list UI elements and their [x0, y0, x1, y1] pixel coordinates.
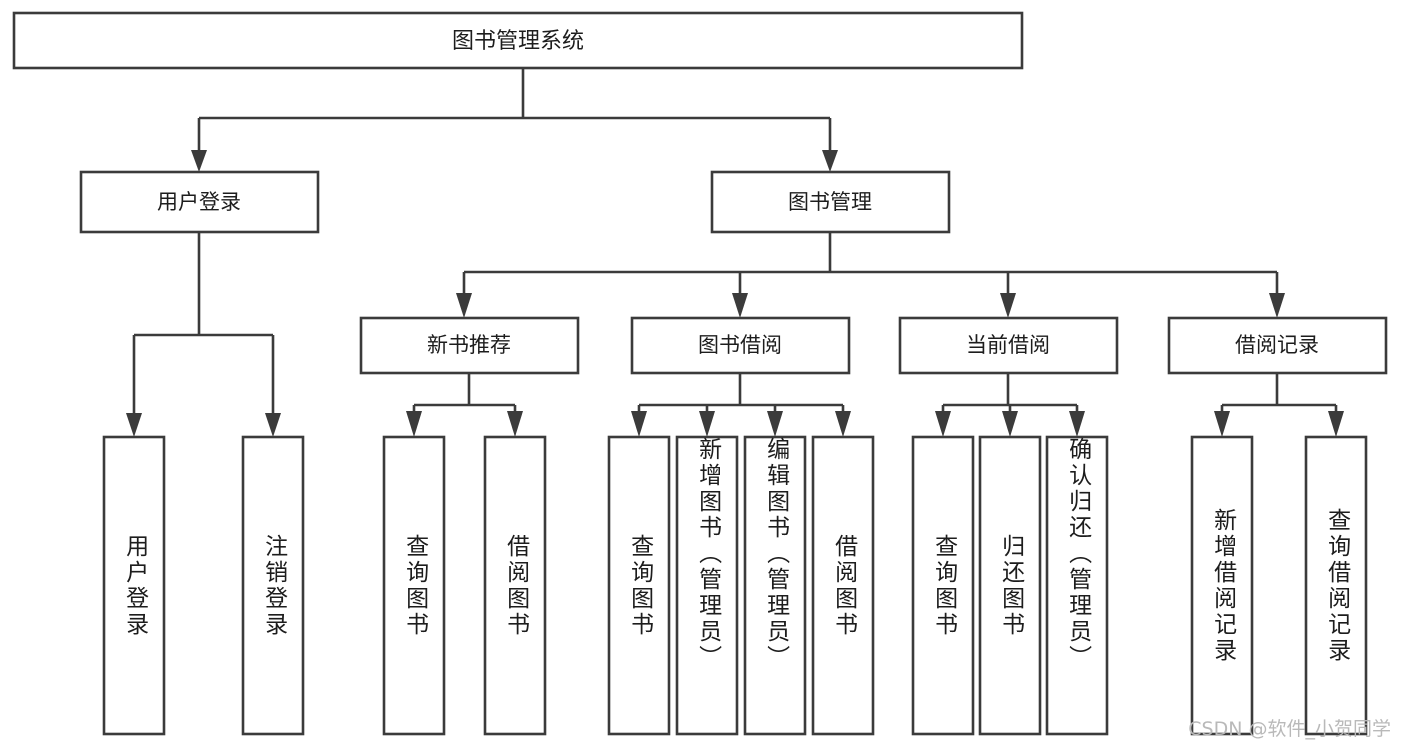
node-book-borrow[interactable]: 图书借阅 — [630, 316, 851, 375]
arrow-to-leaf-query-book-1 — [406, 411, 422, 437]
node-new-book-rec-label: 新书推荐 — [427, 333, 511, 357]
leaf-add-record-box[interactable] — [1190, 435, 1254, 736]
node-borrow-record-box[interactable] — [1167, 316, 1388, 375]
arrow-to-book-borrow — [732, 293, 748, 318]
node-user-login[interactable]: 用户登录 — [79, 170, 320, 234]
leaf-add-book-box[interactable] — [675, 435, 739, 736]
node-book-manage-box[interactable] — [710, 170, 951, 234]
arrow-to-leaf-user-login — [126, 413, 142, 437]
arrow-to-leaf-return-book — [1002, 411, 1018, 437]
leaf-user-login-box[interactable] — [102, 435, 166, 736]
arrow-to-new-book-rec — [456, 293, 472, 318]
connector-group — [126, 68, 1344, 437]
node-new-book-rec-box[interactable] — [359, 316, 580, 375]
leaf-edit-book-box[interactable] — [743, 435, 807, 736]
arrow-to-leaf-query-book-3 — [935, 411, 951, 437]
node-current-borrow-label: 当前借阅 — [966, 333, 1050, 357]
arrow-to-leaf-query-book-2 — [631, 411, 647, 437]
leaf-borrow-book-2-box[interactable] — [811, 435, 875, 736]
leaf-confirm-return-box[interactable] — [1045, 435, 1109, 736]
leaf-query-book-1-box[interactable] — [382, 435, 446, 736]
node-root[interactable]: 图书管理系统 — [12, 11, 1024, 70]
arrow-to-borrow-record — [1269, 293, 1285, 318]
arrow-to-book-manage — [822, 150, 838, 172]
arrow-to-leaf-edit-book — [767, 411, 783, 437]
node-root-label: 图书管理系统 — [452, 29, 584, 54]
leaf-borrow-book-1-box[interactable] — [483, 435, 547, 736]
node-book-borrow-label: 图书借阅 — [698, 333, 782, 357]
node-user-login-label: 用户登录 — [157, 190, 241, 214]
leaf-user-logout-box[interactable] — [241, 435, 305, 736]
node-book-manage-label: 图书管理 — [788, 190, 872, 214]
leaf-query-book-2-box[interactable] — [607, 435, 671, 736]
arrow-to-leaf-confirm-return — [1069, 411, 1085, 437]
node-book-manage[interactable]: 图书管理 — [710, 170, 951, 234]
arrow-to-current-borrow — [1000, 293, 1016, 318]
node-new-book-rec[interactable]: 新书推荐 — [359, 316, 580, 375]
leaf-box-group — [102, 435, 1368, 736]
node-user-login-box[interactable] — [79, 170, 320, 234]
node-current-borrow-box[interactable] — [898, 316, 1119, 375]
arrow-to-leaf-query-record — [1328, 411, 1344, 437]
node-current-borrow[interactable]: 当前借阅 — [898, 316, 1119, 375]
arrow-to-leaf-user-logout — [265, 413, 281, 437]
leaf-return-book-box[interactable] — [978, 435, 1042, 736]
arrow-to-leaf-borrow-book-1 — [507, 411, 523, 437]
node-book-borrow-box[interactable] — [630, 316, 851, 375]
node-borrow-record[interactable]: 借阅记录 — [1167, 316, 1388, 375]
arrow-to-leaf-add-record — [1214, 411, 1230, 437]
arrow-to-leaf-add-book — [699, 411, 715, 437]
leaf-query-record-box[interactable] — [1304, 435, 1368, 736]
node-borrow-record-label: 借阅记录 — [1235, 333, 1319, 357]
leaf-query-book-3-box[interactable] — [911, 435, 975, 736]
arrow-to-leaf-borrow-book-2 — [835, 411, 851, 437]
arrow-to-user-login — [191, 150, 207, 172]
node-root-box[interactable] — [12, 11, 1024, 70]
